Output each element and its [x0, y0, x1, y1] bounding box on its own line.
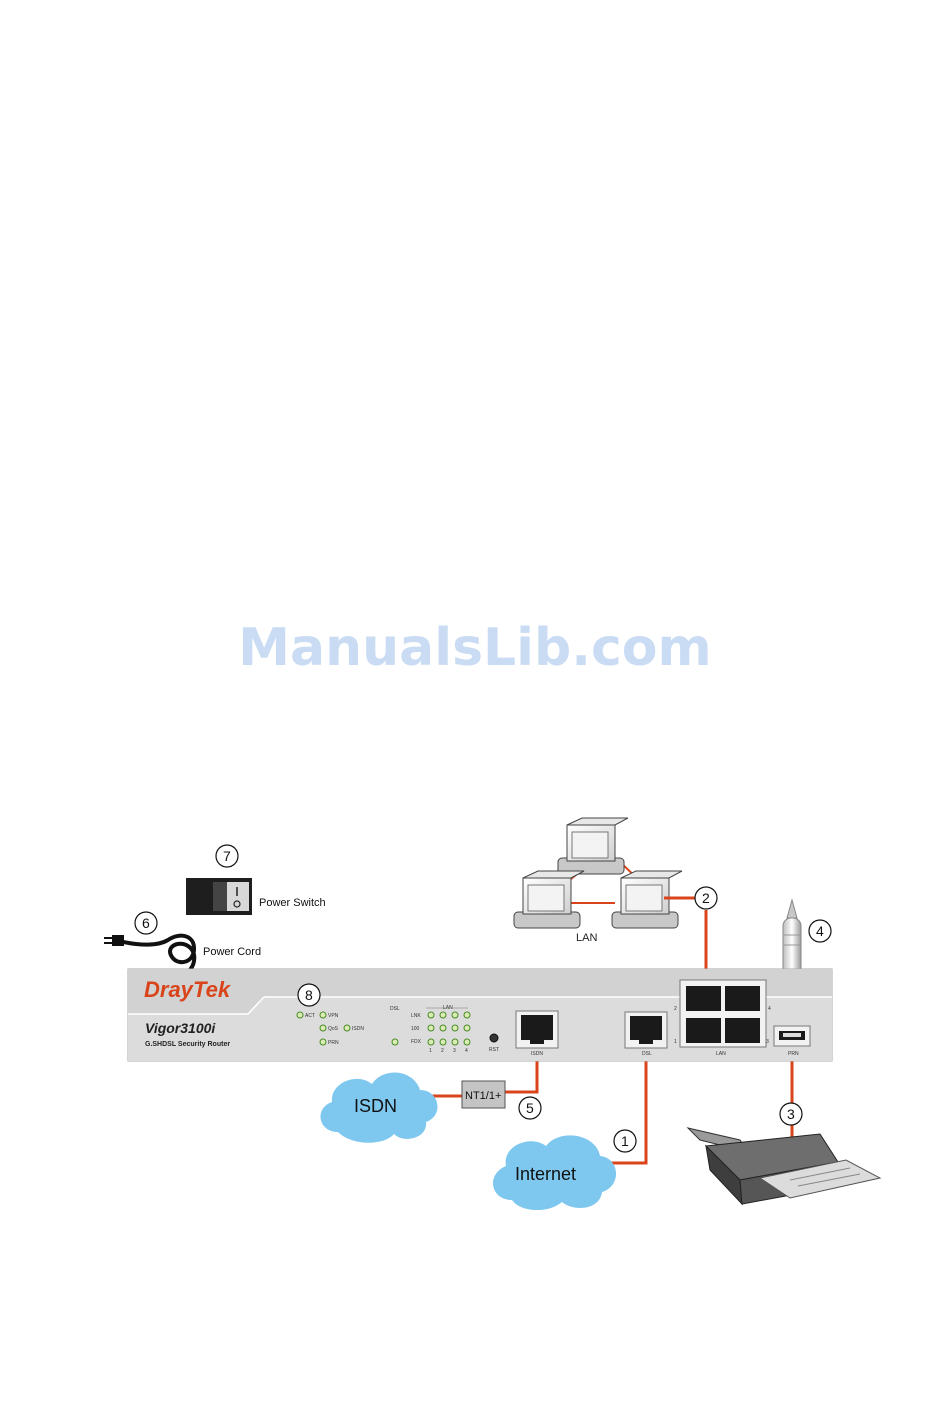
led-port-num-4: 4	[465, 1048, 468, 1054]
led-port-num-2: 2	[441, 1048, 444, 1054]
reset-button	[490, 1034, 498, 1042]
lan-label: LAN	[576, 932, 597, 944]
power-switch-label: Power Switch	[259, 897, 326, 909]
led-dsl-label: DSL	[390, 1006, 400, 1012]
lan-ports: 2 4 1 3 LAN	[674, 980, 771, 1057]
svg-text:6: 6	[142, 915, 150, 931]
led-prn-label: PRN	[328, 1040, 339, 1046]
svg-text:4: 4	[816, 923, 824, 939]
lan-port-num-1: 1	[674, 1039, 677, 1045]
power-switch: Power Switch	[186, 878, 326, 915]
lan-port-num-3: 3	[766, 1039, 769, 1045]
reset-label: RST	[489, 1047, 499, 1053]
internet-cloud-label: Internet	[515, 1164, 576, 1184]
callout-5: 5	[519, 1097, 541, 1119]
led-port-num-1: 1	[429, 1048, 432, 1054]
model-subtitle: G.SHDSL Security Router	[145, 1041, 230, 1048]
printer-icon	[688, 1128, 880, 1204]
model-name: Vigor3100i	[145, 1020, 216, 1036]
svg-text:5: 5	[526, 1100, 534, 1116]
led-vpn-label: VPN	[328, 1013, 339, 1019]
svg-text:7: 7	[223, 848, 231, 864]
lan-port-label: LAN	[716, 1051, 726, 1057]
isdn-port-label: ISDN	[531, 1051, 543, 1057]
led-fdx-label: FDX	[411, 1039, 422, 1045]
led-isdn-label: ISDN	[352, 1026, 364, 1032]
lan-port-num-4: 4	[768, 1006, 771, 1012]
callout-4: 4	[809, 920, 831, 942]
dsl-port-label: DSL	[642, 1051, 652, 1057]
computer-icon	[514, 871, 584, 928]
led-qos-label: QoS	[328, 1026, 339, 1032]
power-cord: Power Cord	[104, 935, 261, 970]
led-act-label: ACT	[305, 1013, 315, 1019]
brand-dray: Dray	[144, 977, 195, 1002]
svg-text:8: 8	[305, 987, 313, 1003]
callout-1: 1	[614, 1130, 636, 1152]
callout-8: 8	[298, 984, 320, 1006]
computer-icon	[558, 818, 628, 874]
nt-label: NT1/1+	[465, 1090, 501, 1102]
nt-box: NT1/1+	[462, 1081, 505, 1108]
led-100-label: 100	[411, 1026, 420, 1032]
isdn-cloud: ISDN	[321, 1073, 438, 1143]
led-port-num-3: 3	[453, 1048, 456, 1054]
svg-text:2: 2	[702, 890, 710, 906]
callout-6: 6	[135, 912, 157, 934]
lan-port-num-2: 2	[674, 1006, 677, 1012]
svg-text:1: 1	[621, 1133, 629, 1149]
brand-tek: Tek	[193, 977, 232, 1002]
prn-port-label: PRN	[788, 1051, 799, 1057]
lan-network: LAN	[514, 818, 682, 944]
router-front-panel: Dray Tek Vigor3100i G.SHDSL Security Rou…	[128, 969, 832, 1061]
power-cord-label: Power Cord	[203, 946, 261, 958]
callout-3: 3	[780, 1103, 802, 1125]
internet-cloud: Internet	[493, 1135, 616, 1210]
callout-7: 7	[216, 845, 238, 867]
svg-text:3: 3	[787, 1106, 795, 1122]
led-lnk-label: LNK	[411, 1013, 421, 1019]
isdn-cloud-label: ISDN	[354, 1096, 397, 1116]
callout-2: 2	[695, 887, 717, 909]
